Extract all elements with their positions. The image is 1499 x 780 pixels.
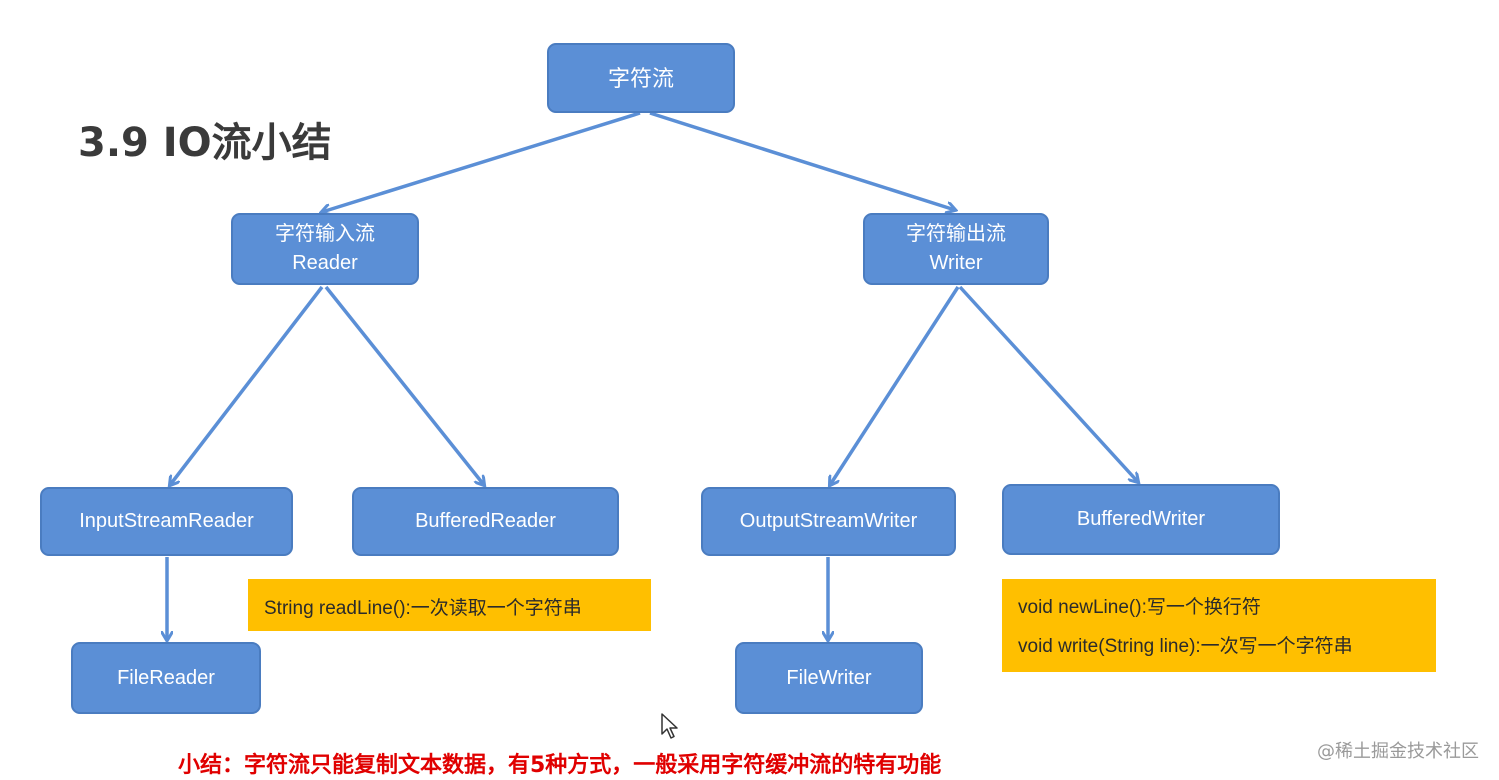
note-buffered-writer-line-1: void newLine():写一个换行符 [1018,597,1261,618]
node-file-writer-label: FileWriter [786,666,872,689]
node-writer: 字符输出流 Writer [863,213,1049,285]
edge-writer-bufferedwriter [958,285,1138,482]
watermark: @稀土掘金技术社区 [1317,741,1479,762]
node-file-writer: FileWriter [735,642,923,714]
node-output-stream-writer-label: OutputStreamWriter [739,510,918,532]
node-char-stream-label: 字符流 [607,65,674,91]
edge-reader-bufferedreader [324,285,484,485]
node-buffered-writer-label: BufferedWriter [1076,508,1206,530]
mouse-cursor-icon [661,713,678,739]
page-title: 3.9 IO流小结 [78,120,332,166]
node-buffered-writer: BufferedWriter [1002,484,1280,555]
node-buffered-reader: BufferedReader [352,487,619,556]
note-buffered-writer-line-2: void write(String line):一次写一个字符串 [1018,636,1353,657]
node-file-reader-label: FileReader [117,666,215,689]
note-buffered-writer: void newLine():写一个换行符 void write(String … [1002,579,1436,672]
node-writer-label-cn: 字符输出流 [906,223,1006,245]
node-reader-label-cn: 字符输入流 [275,223,375,245]
node-reader-label-en: Reader [292,252,358,274]
edge-root-reader [322,111,641,212]
node-input-stream-reader: InputStreamReader [40,487,293,556]
node-char-stream: 字符流 [547,43,735,113]
node-input-stream-reader-label: InputStreamReader [79,510,254,532]
node-output-stream-writer: OutputStreamWriter [701,487,956,556]
summary-text: 小结：字符流只能复制文本数据，有5种方式，一般采用字符缓冲流的特有功能 [178,753,942,778]
node-reader: 字符输入流 Reader [231,213,419,285]
edge-root-writer [649,111,955,210]
node-writer-label-en: Writer [929,252,983,274]
edge-reader-inputstreamreader [170,285,324,485]
node-buffered-reader-label: BufferedReader [415,510,556,532]
edge-writer-outputstreamwriter [830,286,960,485]
node-file-reader: FileReader [71,642,261,714]
note-buffered-reader-line-1: String readLine():一次读取一个字符串 [264,598,582,619]
note-buffered-reader: String readLine():一次读取一个字符串 [248,579,651,631]
